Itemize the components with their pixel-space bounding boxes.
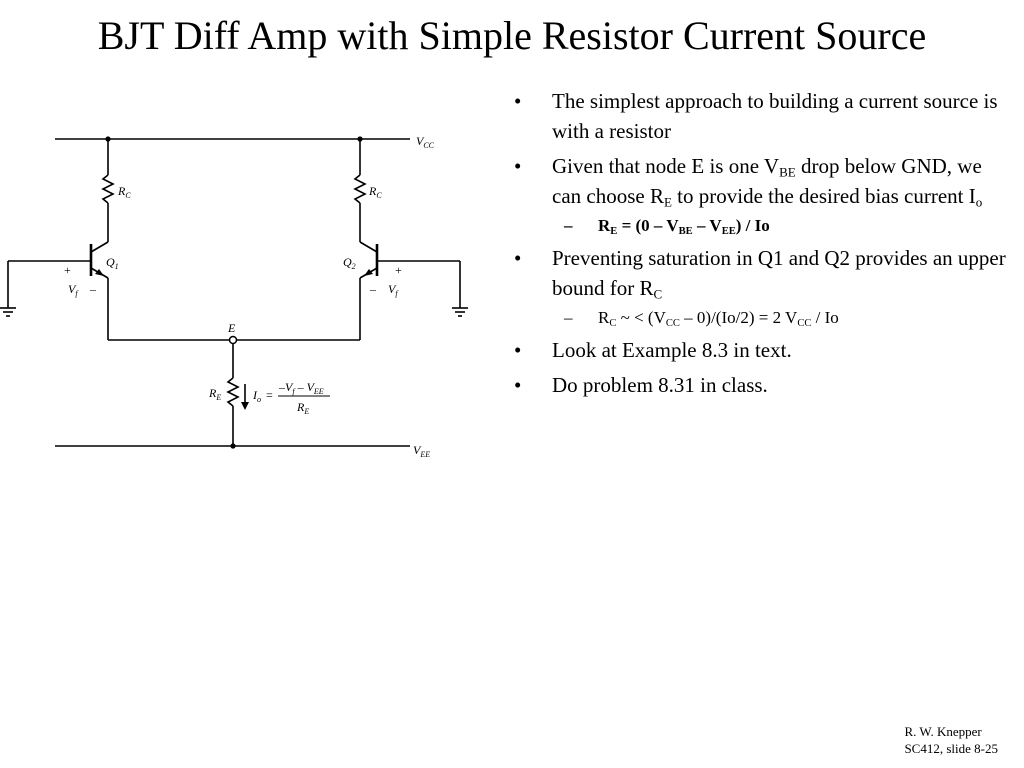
svg-text:Vf: Vf [68,282,79,298]
bullet-icon: • [514,154,522,178]
bullet-item: • Look at Example 8.3 in text. [512,335,1012,365]
bullet-text: Look at Example 8.3 in text. [552,338,792,362]
vee-label: V [413,443,422,457]
svg-text:RC: RC [368,184,382,200]
svg-text:Q2: Q2 [343,255,356,271]
footer-author: R. W. Knepper [904,724,982,739]
bullet-item: • Preventing saturation in Q1 and Q2 prov… [512,243,1012,303]
sub-bullet-text: RC ~ < (VCC – 0)/(Io/2) = 2 VCC / Io [598,308,839,329]
sub-bullet-item: – RE = (0 – VBE – VEE) / Io [512,214,1012,238]
q2-emitter-arrow-icon [364,269,373,276]
bullet-list: • The simplest approach to building a cur… [512,86,1012,405]
sub-bullet-text: RE = (0 – VBE – VEE) / Io [598,216,770,237]
rc-left-resistor [101,174,115,204]
svg-text:VEE: VEE [413,443,430,459]
sub-bullet-item: – RC ~ < (VCC – 0)/(Io/2) = 2 VCC / Io [512,306,1012,330]
rc-right-resistor [353,174,367,204]
re-label: R [208,386,217,400]
node-dot [105,136,111,142]
q1-emitter-arrow-icon [95,269,104,276]
plus-left-label: + [64,263,71,277]
node-dot [230,443,236,449]
ground-right-icon [452,307,468,317]
rc-left-label: R [117,184,126,198]
svg-text:RE: RE [208,386,221,402]
io-numerator: –V [278,380,294,394]
node-e-terminal [228,335,238,345]
bullet-icon: • [514,246,522,270]
bullet-icon: • [514,89,522,113]
bullet-item: • Given that node E is one VBE drop below… [512,151,1012,211]
q2-label: Q [343,255,352,269]
circuit-diagram: VCC VEE RC RC Q1 Q2 E + – Vf + – Vf RE I… [0,134,468,459]
minus-right-label: – [369,282,377,296]
rc-right-label: R [368,184,377,198]
ground-left-icon [0,307,16,317]
svg-text:Vf: Vf [388,282,399,298]
node-e-label: E [227,321,236,335]
bullet-icon: • [514,338,522,362]
bullet-icon: • [514,373,522,397]
bullet-item: • Do problem 8.31 in class. [512,370,1012,400]
vf-left-label: V [68,282,77,296]
bullet-text: The simplest approach to building a curr… [552,89,998,143]
io-equals: = [266,388,273,402]
q1-label: Q [106,255,115,269]
minus-left-label: – [89,282,97,296]
svg-text:RE: RE [296,400,309,416]
slide-footer: R. W. Knepper SC412, slide 8-25 [904,723,998,757]
dash-icon: – [564,216,573,235]
vf-right-label: V [388,282,397,296]
footer-slide-ref: SC412, slide 8-25 [904,741,998,756]
bullet-text: Given that node E is one VBE drop below … [552,154,983,210]
bullet-text: Preventing saturation in Q1 and Q2 provi… [552,246,1006,302]
svg-text:VCC: VCC [416,134,435,150]
svg-text:Q1: Q1 [106,255,119,271]
svg-text:RC: RC [117,184,131,200]
bullet-text: Do problem 8.31 in class. [552,373,768,397]
plus-right-label: + [395,263,402,277]
io-denominator: R [296,400,305,414]
svg-text:–Vf – VEE: –Vf – VEE [278,380,324,396]
re-resistor [226,377,240,407]
node-dot [357,136,363,142]
dash-icon: – [564,308,573,327]
bullet-item: • The simplest approach to building a cur… [512,86,1012,146]
vcc-label: V [416,134,425,148]
svg-text:Io: Io [252,388,261,404]
io-label: I [252,388,258,402]
slide-title: BJT Diff Amp with Simple Resistor Curren… [97,13,927,58]
